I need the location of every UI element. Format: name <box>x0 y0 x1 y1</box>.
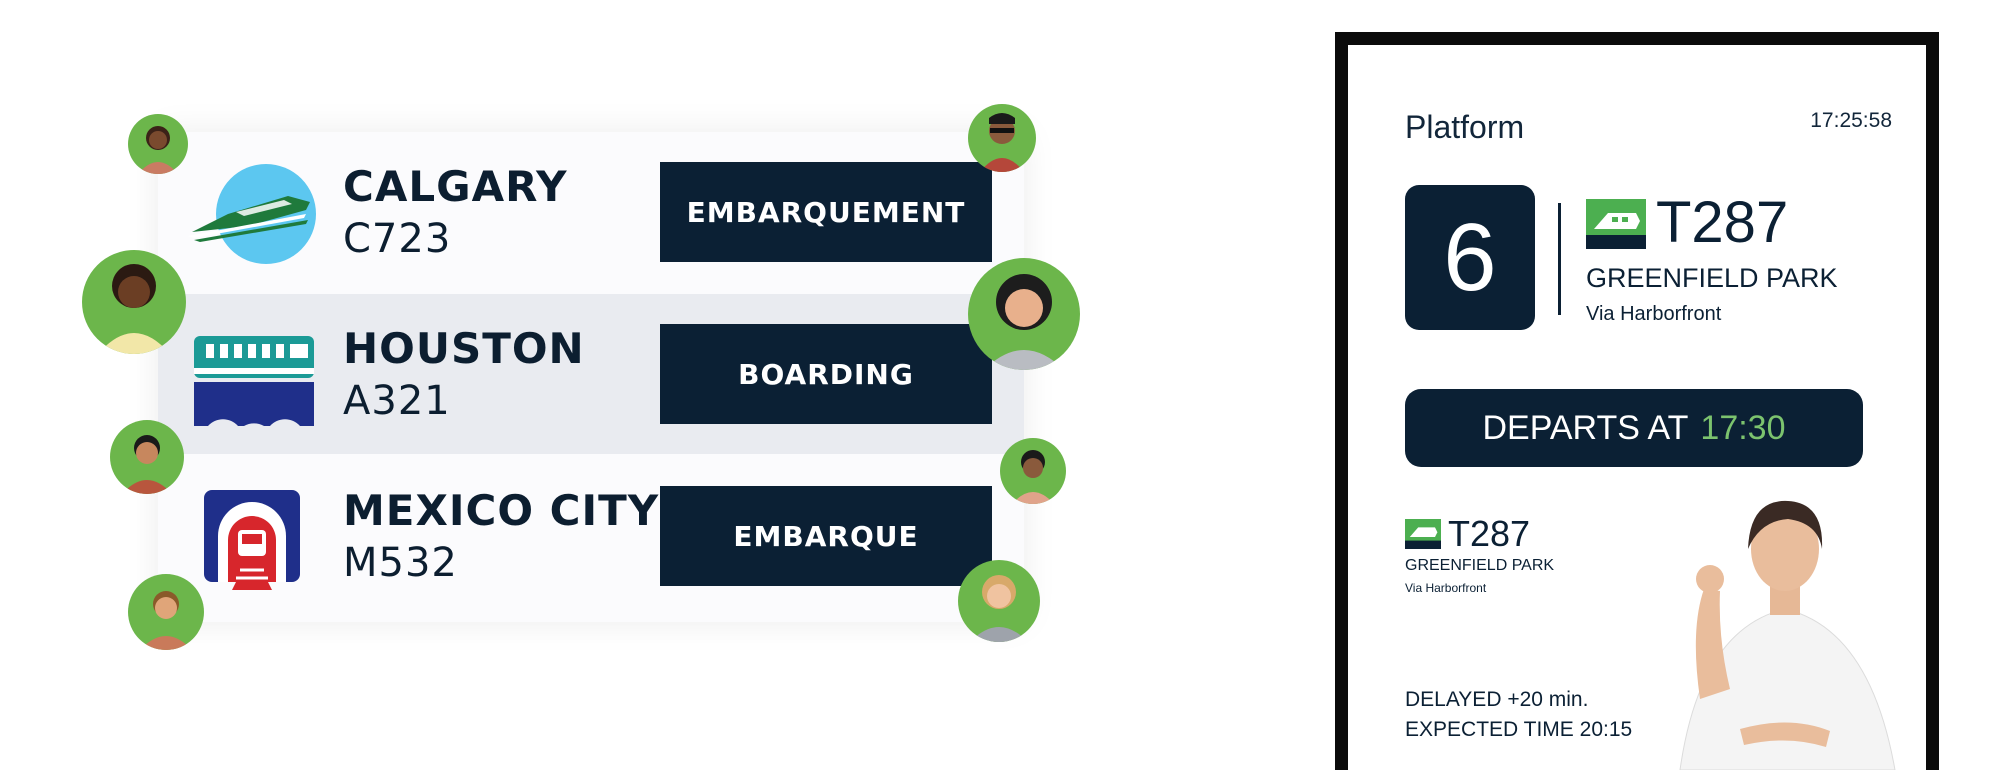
board-row-mexico-city[interactable]: MEXICO CITY M532 EMBARQUE <box>158 456 1024 616</box>
train-code: A321 <box>343 378 451 424</box>
secondary-destination: GREENFIELD PARK <box>1405 557 1555 574</box>
city-name: MEXICO CITY <box>343 486 660 535</box>
platform-display: Platform 17:25:58 6 T287 GREENFIELD PARK… <box>1335 32 1939 771</box>
platform-display-screen: Platform 17:25:58 6 T287 GREENFIELD PARK… <box>1360 57 1914 771</box>
platform-label: Platform <box>1405 109 1525 145</box>
avatar-woman-2 <box>82 250 186 354</box>
city-name: CALGARY <box>343 162 568 211</box>
departure-board-card: CALGARY C723 EMBARQUEMENT HOUSTON A321 B… <box>158 132 1024 622</box>
status-button[interactable]: BOARDING <box>660 324 992 424</box>
bridge-train-logo <box>188 316 318 436</box>
train-number: T287 <box>1656 190 1789 255</box>
via: Via Harborfront <box>1586 303 1722 325</box>
departs-label: DEPARTS AT <box>1482 408 1689 447</box>
departs-time: 17:30 <box>1700 408 1786 447</box>
destination: GREENFIELD PARK <box>1586 263 1838 293</box>
avatar-man-1 <box>110 420 184 494</box>
secondary-via: Via Harborfront <box>1405 581 1487 595</box>
secondary-train-number: T287 <box>1448 513 1531 554</box>
platform-number: 6 <box>1405 185 1535 330</box>
train-icon-small <box>1405 519 1441 549</box>
expected-time-line: EXPECTED TIME 20:15 <box>1405 718 1633 741</box>
board-row-calgary[interactable]: CALGARY C723 EMBARQUEMENT <box>158 132 1024 292</box>
avatar-man-sunglasses <box>968 104 1036 172</box>
current-time: 17:25:58 <box>1810 109 1892 132</box>
delay-info: DELAYED +20 min. EXPECTED TIME 20:15 <box>1405 685 1632 745</box>
train-icon <box>1586 199 1646 249</box>
board-row-houston[interactable]: HOUSTON A321 BOARDING <box>158 294 1024 454</box>
status-button[interactable]: EMBARQUE <box>660 486 992 586</box>
bullet-train-logo <box>188 154 318 274</box>
departure-time-banner: DEPARTS AT 17:30 <box>1405 389 1863 467</box>
status-button[interactable]: EMBARQUEMENT <box>660 162 992 262</box>
train-code: C723 <box>343 216 452 262</box>
avatar-woman-1 <box>128 114 188 174</box>
tunnel-train-logo <box>188 478 318 598</box>
city-name: HOUSTON <box>343 324 585 373</box>
avatar-man-2 <box>1000 438 1066 504</box>
sign-language-interpreter <box>1660 479 1910 771</box>
delay-line: DELAYED +20 min. <box>1405 688 1589 711</box>
divider <box>1558 203 1561 315</box>
avatar-man-3 <box>128 574 204 650</box>
avatar-woman-4 <box>958 560 1040 642</box>
avatar-woman-3 <box>968 258 1080 370</box>
train-code: M532 <box>343 540 458 586</box>
